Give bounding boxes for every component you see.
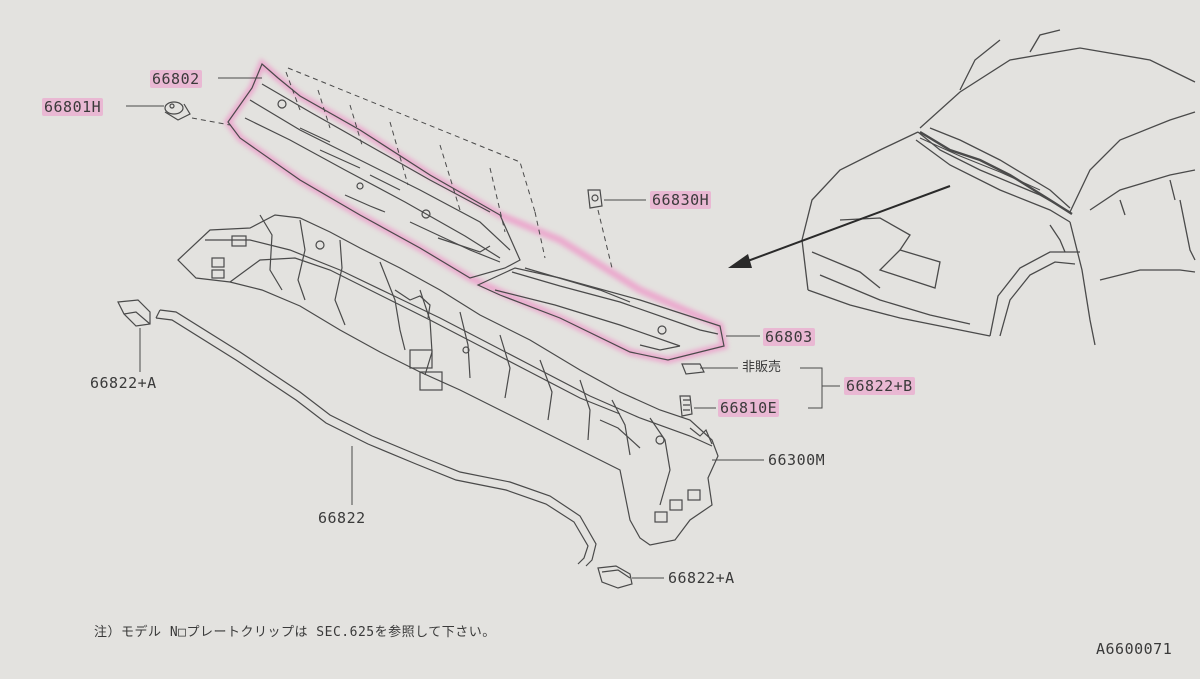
part-label-66822a-left: 66822+A: [90, 374, 157, 392]
not-sold-label: 非販売: [742, 360, 782, 375]
clip-66810e: [679, 363, 705, 417]
projection-lines: [191, 67, 613, 269]
part-label-66822: 66822: [318, 509, 366, 527]
seal-strip-66822: [155, 309, 597, 567]
leader-lines: [126, 77, 840, 579]
clip-66801h: [164, 101, 191, 121]
grommet-66830h: [587, 189, 603, 209]
cowl-panel-66300m: [177, 214, 719, 546]
cowl-top-cover-left: [227, 62, 521, 279]
location-arrow: [728, 185, 951, 268]
part-label-66803: 66803: [763, 328, 815, 346]
part-label-66802: 66802: [150, 70, 202, 88]
part-label-66822a-bottom: 66822+A: [668, 569, 735, 587]
figure-code: A6600071: [1096, 640, 1173, 658]
part-label-66300m: 66300M: [768, 451, 826, 469]
seal-clip-66822a-left: [117, 299, 151, 327]
car-outline: [801, 29, 1196, 346]
cowl-top-cover-right: [476, 267, 725, 361]
cowl-highlight: [223, 58, 729, 364]
part-label-66801h: 66801H: [42, 98, 104, 116]
part-label-66830h: 66830H: [650, 191, 712, 209]
part-label-66822b: 66822+B: [844, 377, 915, 395]
part-label-66810e: 66810E: [718, 399, 780, 417]
seal-clip-66822a-bottom: [597, 565, 633, 589]
footnote: 注）モデル N□プレートクリップは SEC.625を参照して下さい。: [94, 625, 496, 640]
